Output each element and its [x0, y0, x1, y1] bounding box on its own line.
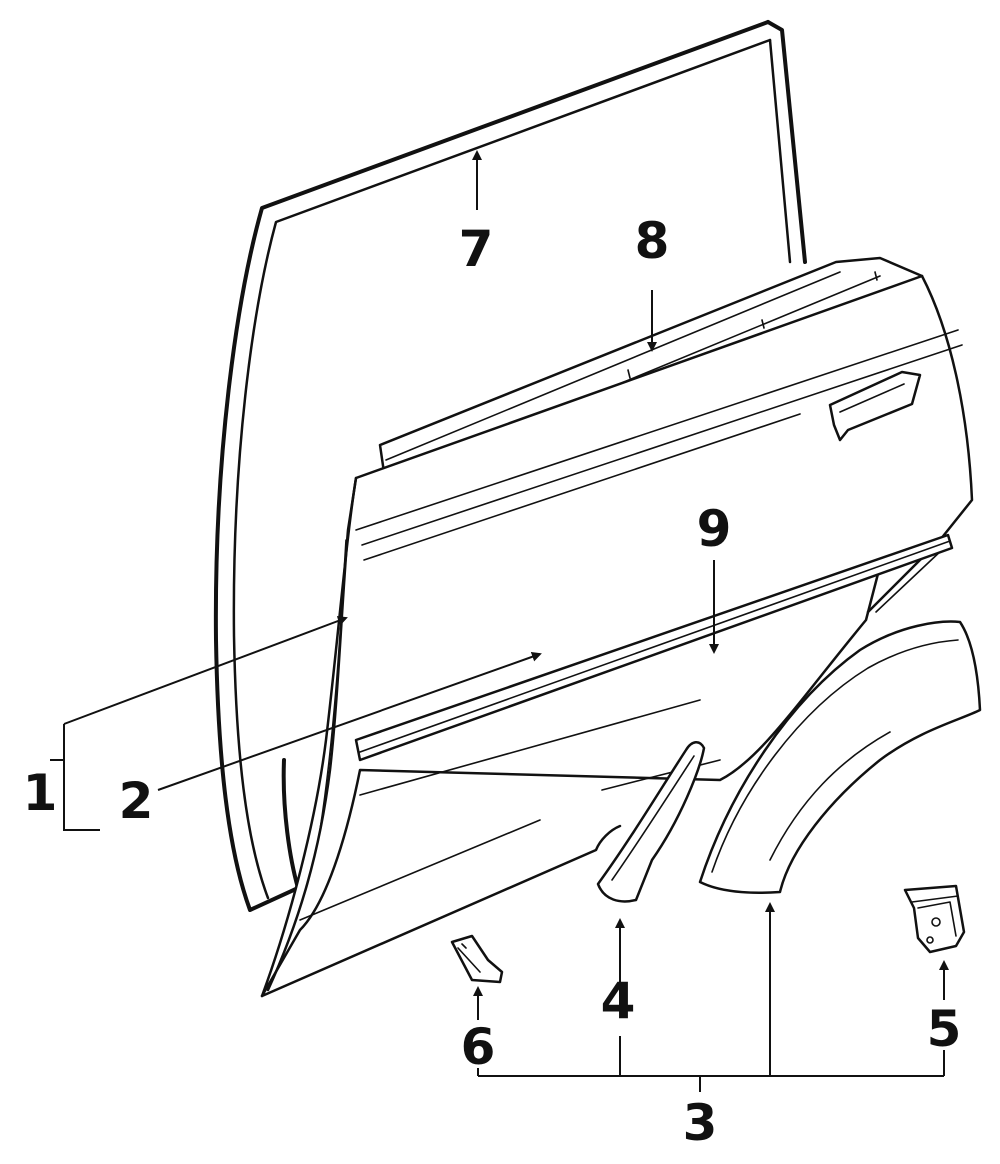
callout-4: 4 [601, 972, 636, 1030]
small-flare [596, 741, 706, 903]
leader-lines [50, 150, 949, 1092]
body-side-moulding [354, 533, 954, 796]
callout-6: 6 [461, 1018, 496, 1076]
wheel-arch-flare [698, 620, 982, 894]
callout-9: 9 [697, 500, 732, 558]
callout-5: 5 [927, 1000, 962, 1058]
callout-2: 2 [119, 772, 154, 830]
small-bracket [450, 934, 504, 984]
callout-3: 3 [683, 1094, 718, 1152]
mounting-bracket [903, 884, 966, 954]
weatherstrip-seal [213, 20, 807, 912]
callout-1: 1 [23, 764, 58, 822]
callout-8: 8 [635, 212, 670, 270]
callout-7: 7 [459, 220, 494, 278]
door-panel [260, 274, 974, 998]
